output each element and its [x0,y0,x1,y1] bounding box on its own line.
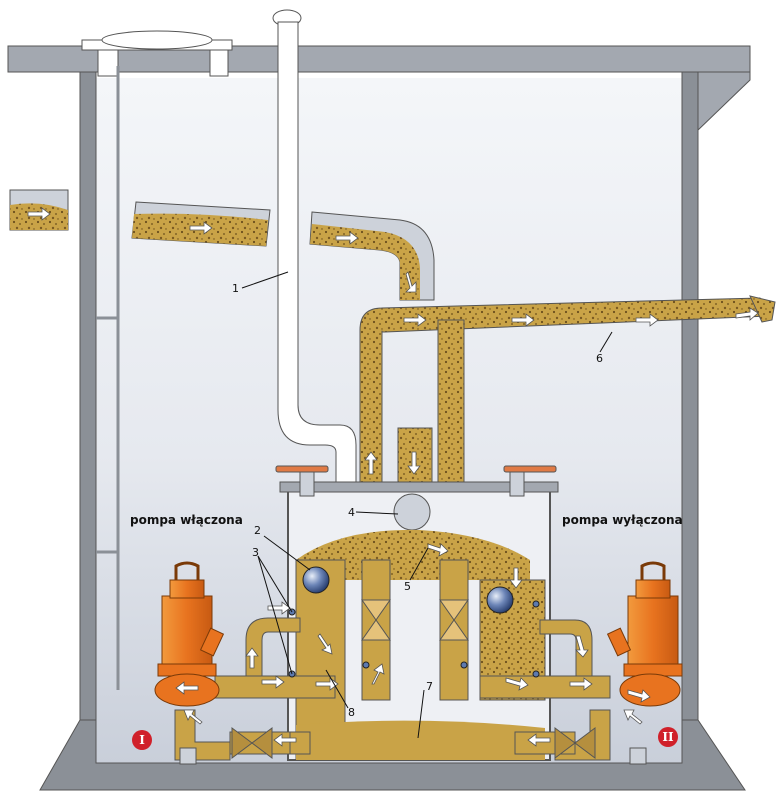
flow-arrows [27,207,759,747]
pump-marker-right-label: II [662,730,674,744]
pump-marker-left-label: I [139,733,145,747]
flow-arrow [407,451,421,475]
callout-numbers: 1 2 3 4 5 6 7 8 [232,282,603,719]
left-pump-state-caption: pompa włączona [130,513,243,527]
flow-arrow [189,221,213,235]
callout-4: 4 [348,506,355,519]
ladder [96,66,120,690]
callout-5: 5 [404,580,411,593]
inflow-pipe-middle [131,201,271,247]
callout-lines [241,271,613,739]
flow-arrow [405,271,417,293]
flow-arrow [183,709,203,725]
flow-arrow [505,677,529,691]
callout-6: 6 [596,352,603,365]
flow-arrow [245,647,259,669]
right-pump [606,561,683,707]
inflow-pipe-elbow [309,211,435,301]
tank-floor [39,719,746,791]
flow-arrow [27,207,51,221]
manhole-cover [81,30,233,77]
flow-arrow [635,313,659,327]
flow-arrow [427,543,449,557]
callout-1: 1 [232,282,239,295]
flow-arrow [175,681,199,695]
left-pump-piping [174,617,336,765]
pump-marker-left: I [132,730,152,750]
callout-3: 3 [252,546,259,559]
flow-arrow [371,663,385,685]
callout-7: 7 [426,680,433,693]
flow-arrow [335,231,359,245]
flow-arrow [527,733,551,747]
right-wall [681,71,699,773]
flow-arrow [273,733,297,747]
flow-arrow [575,635,589,658]
flow-arrow [261,675,285,689]
flow-arrow [627,689,651,703]
flow-arrow [364,451,378,475]
callout-8: 8 [348,706,355,719]
flow-arrow [623,709,643,725]
flow-arrow [509,567,523,589]
collection-tank [275,465,559,761]
inflow-pipe-left [9,189,69,231]
slab-bracket [695,71,751,134]
flow-arrow [403,313,427,327]
pump-marker-right: II [658,727,678,747]
flow-arrow [569,677,593,691]
right-pump-state-caption: pompa wyłączona [562,513,683,527]
flow-arrow [267,601,291,615]
callout-2: 2 [254,524,261,537]
left-wall [79,71,97,773]
flow-arrow [511,313,535,327]
flow-arrow [317,633,333,655]
non-return-flaps [288,600,540,678]
flow-arrow [735,307,759,321]
